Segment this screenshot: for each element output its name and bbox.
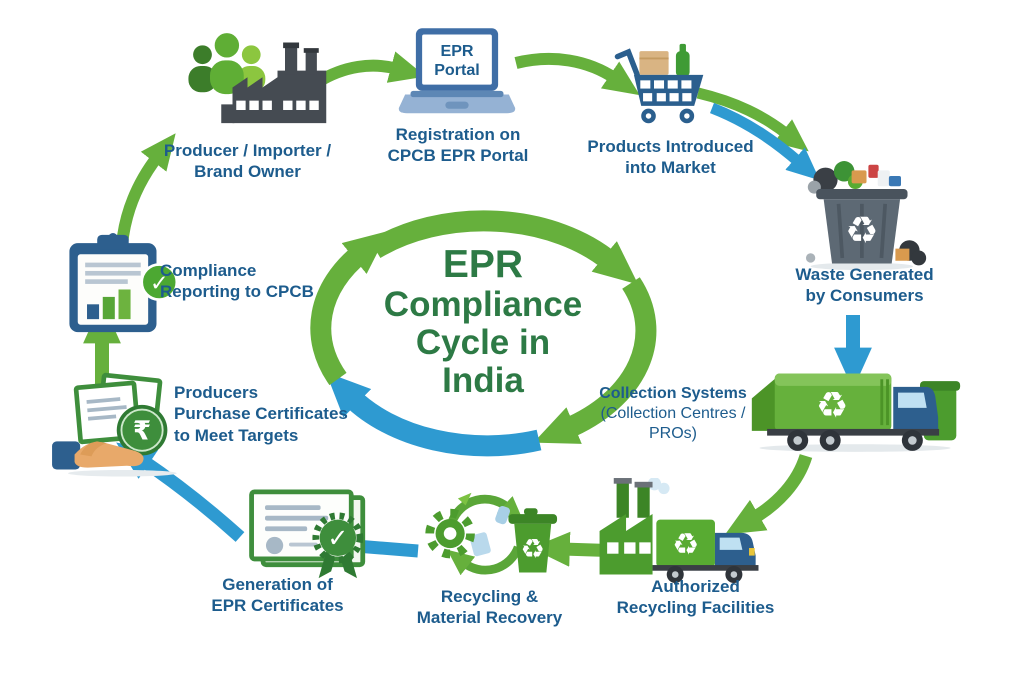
label-collection-rest: (Collection Centres / PROs) (600, 405, 746, 442)
check-symbol-certificate: ✓ (327, 523, 348, 552)
title-line-india: India (442, 360, 524, 400)
certificate-icon: ✓ (249, 489, 366, 579)
arrow-portal-to-market (514, 52, 640, 96)
people-factory-icon (188, 33, 327, 124)
check-symbol-clipboard: ✓ (150, 270, 169, 296)
laptop-screen-line1: EPR (440, 42, 473, 60)
recycle-symbol-bin: ♻ (845, 208, 878, 252)
label-products: Products Introduced into Market (587, 137, 754, 178)
label-collection-strong: Collection Systems (599, 385, 747, 402)
arrow-producer-to-portal (314, 51, 426, 88)
waste-bin-icon: ♻ (805, 161, 927, 271)
label-compliance: Compliance Reporting to CPCB (160, 261, 314, 302)
hand-certificates-icon: ₹ (52, 372, 177, 477)
recycling-facility-icon: ♻ (599, 477, 759, 584)
node-producer (180, 32, 330, 133)
node-registration: EPR Portal (398, 28, 516, 123)
ring-arc-top (369, 210, 639, 285)
title-line-compliance: Compliance (383, 285, 583, 325)
label-collection: Collection Systems (Collection Centres /… (588, 384, 758, 444)
laptop-icon: EPR Portal (398, 28, 516, 114)
ring-arc-left (310, 230, 389, 386)
rupee-symbol: ₹ (133, 417, 151, 447)
label-producer: Producer / Importer / Brand Owner (163, 141, 332, 182)
ring-arc-right (533, 277, 657, 444)
node-recycling: ♻ (415, 483, 563, 593)
arrow-certificates-to-purchase (116, 442, 245, 542)
arrow-market-to-waste-green (696, 87, 809, 152)
node-products (612, 38, 717, 135)
arrow-recovery-to-certificates (324, 529, 419, 565)
label-certificates: Generation of EPR Certificates (211, 575, 344, 616)
shopping-cart-icon (614, 43, 704, 124)
label-waste: Waste Generated by Consumers (795, 265, 934, 306)
label-registration: Registration on CPCB EPR Portal (387, 125, 529, 166)
recycle-recovery-icon: ♻ (425, 492, 558, 576)
node-certificates: ✓ (238, 488, 384, 585)
diagram-title: EPR Compliance Cycle in India (368, 243, 598, 400)
garbage-truck-icon: ♻ (751, 373, 961, 452)
title-line-epr: EPR (442, 243, 524, 286)
arrow-market-to-waste-blue (710, 102, 820, 181)
laptop-screen-line2: Portal (434, 61, 480, 79)
recycle-symbol-truck: ♻ (816, 383, 849, 426)
recycle-symbol-facility: ♻ (672, 528, 699, 563)
node-authorized: ♻ (592, 477, 767, 589)
node-waste: ♻ (790, 148, 930, 276)
node-collection: ♻ (748, 358, 963, 459)
ring-arc-bottom (325, 372, 542, 457)
label-recycling: Recycling & Material Recovery (416, 587, 563, 628)
recycle-symbol-recovery: ♻ (521, 534, 545, 565)
label-authorized: Authorized Recycling Facilities (616, 577, 775, 618)
title-line-cycle: Cycle in (415, 322, 551, 362)
label-purchase: Producers Purchase Certificates to Meet … (174, 383, 348, 445)
arrow-collection-to-recyclers (724, 453, 813, 535)
node-purchase: ₹ (52, 372, 204, 482)
